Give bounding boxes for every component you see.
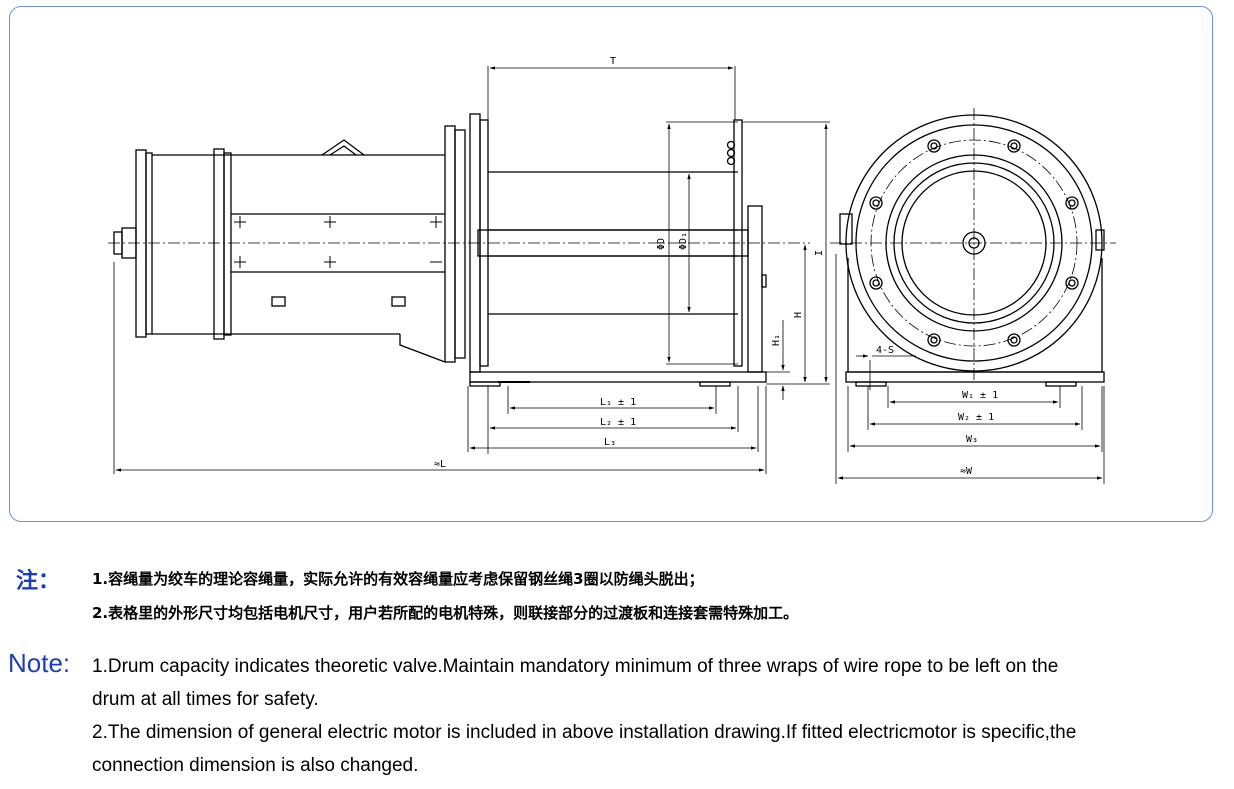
dim-L2: L₂ ± 1 [600,417,636,428]
dim-H1: H₁ [771,334,782,346]
dim-L: ≈L [434,459,446,470]
drawing-frame [9,6,1213,522]
dim-holes: 4-S [876,345,894,356]
side-view [113,113,767,387]
dim-L1: L₁ ± 1 [600,397,636,408]
notes-en-line-2b: connection dimension is also changed. [92,755,419,776]
dim-L3: L₃ [604,437,616,448]
dim-H: H [793,312,804,318]
dim-D: ΦD [656,238,667,250]
dim-W3: W₃ [966,434,978,445]
notes-cn-line-2: 2.表格里的外形尺寸均包括电机尺寸，用户若所配的电机特殊，则联接部分的过渡板和连… [92,604,799,622]
notes-en-line-1a: 1.Drum capacity indicates theoretic valv… [92,656,1059,677]
dim-W2: W₂ ± 1 [958,412,994,423]
notes-en-line-1b: drum at all times for safety. [92,689,319,710]
dim-W: ≈W [960,466,973,477]
notes-en-label: Note: [8,648,71,678]
notes-cn-label: 注： [16,569,61,594]
notes-cn-line-1: 1.容绳量为绞车的理论容绳量，实际允许的有效容绳量应考虑保留钢丝绳3圈以防绳头脱… [92,570,704,588]
dim-I: I [814,250,825,256]
winch-technical-drawing: T ΦD ΦD₁ I H H₁ L₁ ± 1 L₂ ± 1 L₃ ≈L [108,56,1116,484]
dim-W1: W₁ ± 1 [962,390,998,401]
dim-T: T [610,56,616,67]
dim-D1: ΦD₁ [678,232,689,250]
notes-en-line-2a: 2.The dimension of general electric moto… [92,722,1077,743]
